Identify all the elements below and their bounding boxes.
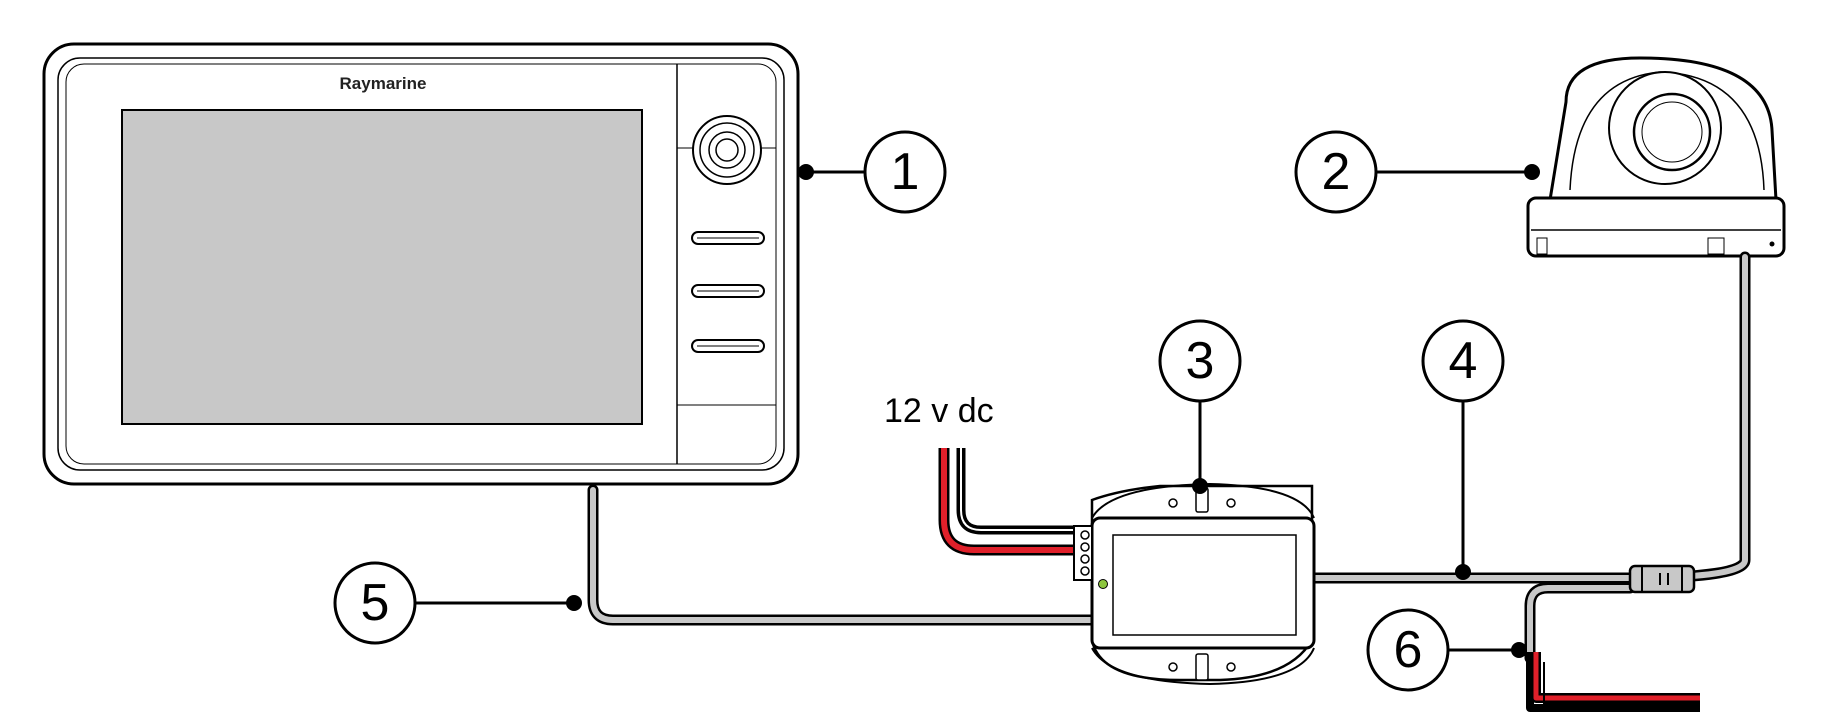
soft-key-button-3 xyxy=(691,339,765,353)
inline-connector xyxy=(1628,564,1696,594)
rotary-knob-icon xyxy=(692,115,762,185)
brand-logo: Raymarine xyxy=(340,74,427,93)
callout-2: 2 xyxy=(1294,130,1540,214)
svg-text:2: 2 xyxy=(1322,143,1351,201)
display-bezel-inner-2 xyxy=(65,63,777,465)
display-screen xyxy=(121,109,643,425)
display-bezel-inner xyxy=(57,57,785,471)
power-supply-wires xyxy=(938,448,1078,556)
svg-text:6: 6 xyxy=(1394,621,1423,679)
junction-box-label-area xyxy=(1112,534,1297,636)
svg-text:4: 4 xyxy=(1449,332,1478,390)
svg-text:1: 1 xyxy=(891,143,920,201)
video-cable-5 xyxy=(587,484,1098,626)
callout-5: 5 xyxy=(333,561,582,645)
dome-camera xyxy=(1526,56,1786,258)
callout-3: 3 xyxy=(1158,319,1242,494)
multifunction-display: Raymarine xyxy=(42,42,800,486)
callout-4: 4 xyxy=(1421,319,1505,580)
camera-cable-4 xyxy=(1309,251,1751,584)
callout-6: 6 xyxy=(1366,608,1527,692)
status-led-icon xyxy=(1098,579,1108,589)
breakout-cable-6 xyxy=(1524,582,1636,664)
junction-box xyxy=(1073,482,1316,686)
breakout-power-wires xyxy=(1526,652,1700,712)
callout-1: 1 xyxy=(798,130,947,214)
svg-text:5: 5 xyxy=(361,574,390,632)
power-supply-label: 12 v dc xyxy=(884,392,994,430)
camera-base xyxy=(1526,196,1786,258)
svg-text:3: 3 xyxy=(1186,332,1215,390)
terminal-block xyxy=(1073,525,1093,581)
soft-key-button-1 xyxy=(691,231,765,245)
soft-key-button-2 xyxy=(691,284,765,298)
